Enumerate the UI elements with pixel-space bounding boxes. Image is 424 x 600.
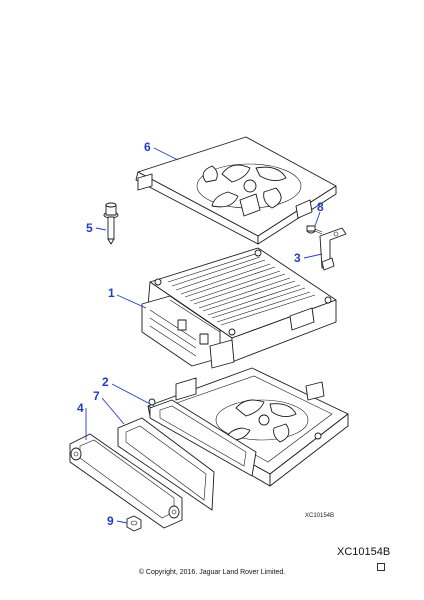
callout-7: 7 [93,389,100,403]
callout-8: 8 [317,200,324,214]
callout-6: 6 [144,140,151,154]
callout-1: 1 [108,286,115,300]
callout-2: 2 [102,375,109,389]
callout-9: 9 [107,514,114,528]
callout-4: 4 [77,401,84,415]
part-1-ecu-module [141,247,337,369]
part-7-gasket [117,417,215,511]
callouts: 6 8 5 3 1 2 4 7 9 [77,140,324,528]
copyright-notice: © Copyright, 2016. Jaguar Land Rover Lim… [138,569,286,576]
leader-lines [85,147,323,524]
drawing-reference-small: XC10154B [305,513,335,519]
corner-mark [377,563,385,571]
callout-5: 5 [86,221,93,235]
part-6-bracket [135,136,337,245]
drawing-reference: XC10154B [337,546,391,558]
part-8-screw [306,225,323,235]
part-5-rivet [103,202,119,245]
part-9-nut [126,515,142,532]
part-4-bezel [69,433,183,529]
part-2-tray [147,367,349,487]
part-3-bracket [319,227,347,271]
callout-3: 3 [294,251,301,265]
